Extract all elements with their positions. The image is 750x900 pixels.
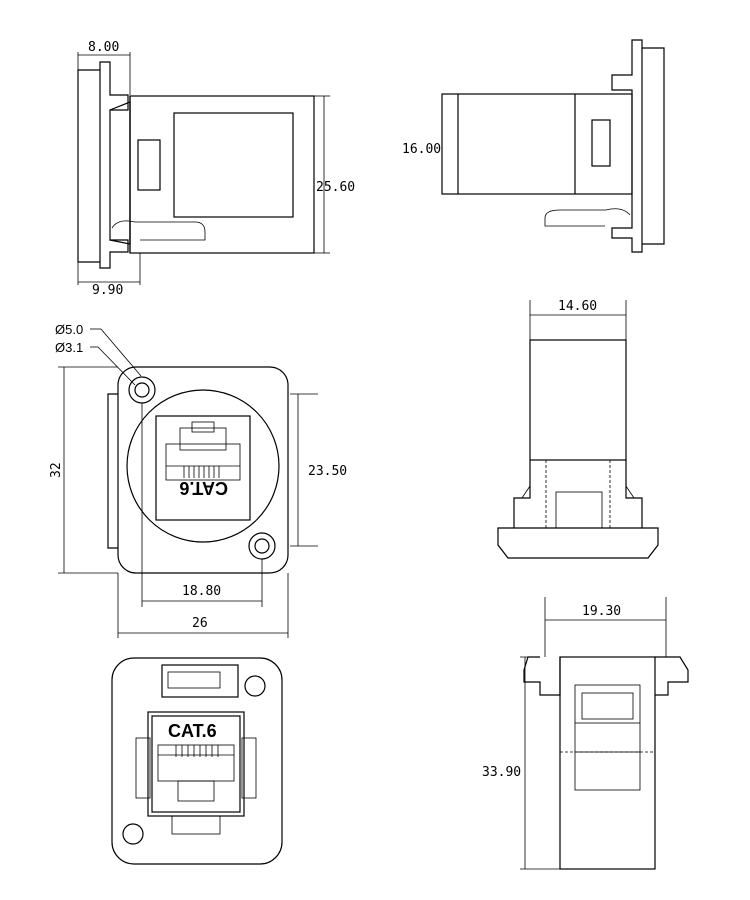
top-view-dimensions: 14.60 [529,299,627,340]
side-view-right [441,39,665,253]
dim-side-top-width: 8.00 [88,40,119,55]
dim-bottom-width: 19.30 [582,604,621,619]
rear-view: CAT.6 [111,657,283,865]
dim-hole-spacing: 18.80 [182,584,221,599]
dim-hole-small: Ø3.1 [55,340,83,355]
side-view-left [77,61,315,269]
top-view [497,339,659,559]
front-contact-pins [183,466,220,478]
dim-front-width: 26 [192,616,208,631]
dim-top-width: 14.60 [558,299,597,314]
bottom-view [523,656,689,870]
dim-side-right-height: 16.00 [402,142,441,157]
front-view-dimensions: Ø5.0 Ø3.1 32 23.50 18.80 26 [49,322,347,638]
rear-cat-label: CAT.6 [168,721,217,741]
dim-front-inner-height: 23.50 [308,464,347,479]
front-cat-label: CAT.6 [179,478,228,498]
front-view: CAT.6 [107,366,289,574]
dim-bottom-height: 33.90 [482,765,521,780]
side-view-right-dimensions: 16.00 [402,94,443,194]
dim-hole-large: Ø5.0 [55,322,83,337]
dim-side-bottom-width: 9.90 [92,283,123,298]
side-view-left-dimensions: 8.00 25.60 9.90 [77,40,355,298]
dim-side-height: 25.60 [316,180,355,195]
dim-front-height: 32 [49,462,64,478]
rear-contact-pins [175,745,219,757]
bottom-view-dimensions: 19.30 33.90 [482,597,667,870]
